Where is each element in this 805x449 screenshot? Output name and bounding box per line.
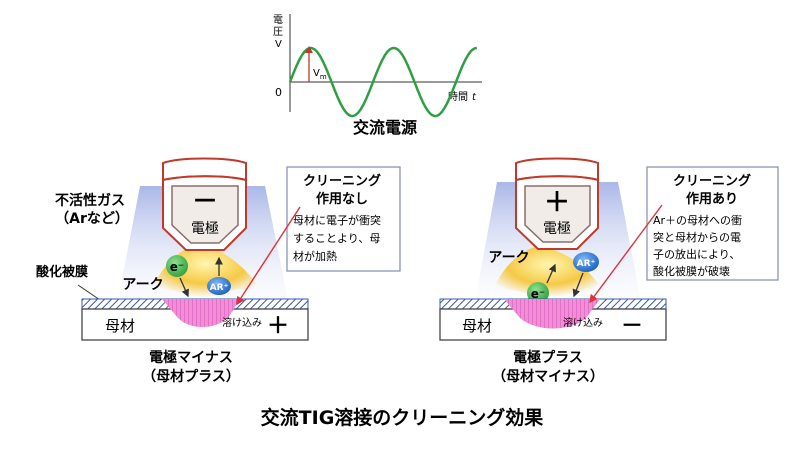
waveform-caption: 交流電源 [353, 118, 417, 137]
ion-arrow [572, 272, 584, 298]
electron-particle [166, 255, 188, 277]
oxide-leader [77, 284, 101, 301]
electrode-sign: － [192, 187, 218, 217]
melt-label: 溶け込み [222, 316, 262, 329]
oxide-label: 酸化被膜 [36, 264, 88, 280]
arc-glow [492, 246, 604, 300]
panel-caption: 電極マイナス [149, 349, 233, 366]
callout-body-2: 突と母材からの電 [653, 230, 741, 244]
sine-wave [288, 46, 477, 118]
electrode-sign: ＋ [544, 188, 570, 218]
callout-title: クリーニング [673, 173, 751, 189]
electrode-inner [171, 185, 239, 244]
origin-label: 0 [275, 86, 282, 99]
callout-pointer [236, 206, 301, 306]
callout-box [646, 166, 779, 281]
base-label: 母材 [105, 317, 135, 335]
ion-particle [207, 277, 231, 295]
callout-body-3: 子の放出により、 [653, 247, 740, 261]
diagram-title: 交流TIG溶接のクリーニング効果 [261, 406, 544, 429]
ion-label: AR⁺ [210, 283, 229, 293]
peak-arrowhead [305, 46, 313, 53]
arc-label: アーク [488, 250, 529, 266]
callout-title: クリーニング [303, 173, 381, 189]
callout-pointer [589, 204, 663, 304]
callout-body-3: 材が加熱 [293, 249, 337, 263]
weld-penetration [162, 299, 240, 327]
y-axis-label-1: 電 [273, 14, 283, 26]
y-axis-unit: V [275, 39, 282, 50]
base-sign: － [621, 314, 643, 339]
electron-label: e⁻ [170, 260, 184, 274]
callout-body-1: 母材に電子が衝突 [293, 213, 381, 227]
panel-caption-sub: （母材マイナス） [492, 368, 604, 385]
weld-penetration [504, 299, 600, 329]
callout-body-4: 酸化被膜が破壊 [653, 264, 730, 278]
panel-caption-sub: （母材プラス） [142, 368, 240, 385]
ion-particle [573, 252, 599, 272]
callout-title-2: 作用なし [316, 191, 368, 207]
panel-caption: 電極プラス [513, 349, 583, 366]
base-sign: ＋ [267, 314, 289, 339]
callout-body-2: することより、母 [293, 232, 380, 245]
callout-body-1: Ar＋の母材への衝 [653, 213, 742, 227]
x-axis-var: t [472, 92, 477, 103]
ion-label: AR⁺ [577, 259, 596, 269]
callout-box [286, 166, 401, 272]
left-panel: － 電極 不活性ガス （Arなど） e⁻ AR⁺ アーク 酸化被膜 母材 溶け込… [36, 157, 401, 385]
base-label: 母材 [462, 317, 492, 335]
gas-label: 不活性ガス [55, 192, 125, 209]
ac-waveform: 電 圧 V 0 時間 t Vm 交流電源 [273, 14, 482, 137]
electron-arrow [546, 263, 556, 284]
electrode-label: 電極 [543, 221, 571, 237]
melt-label: 溶け込み [563, 316, 603, 329]
callout-title-2: 作用あり [686, 191, 738, 207]
x-axis-label: 時間 [448, 91, 468, 103]
peak-label: Vm [313, 68, 327, 81]
electron-label: e⁻ [531, 287, 545, 301]
electrode-label: 電極 [191, 221, 219, 237]
electron-arrow [179, 277, 189, 298]
y-axis-label-2: 圧 [273, 27, 283, 38]
gas-label-sub: （Arなど） [55, 211, 129, 227]
arc-label: アーク [122, 277, 163, 293]
right-panel: ＋ 電極 アーク AR⁺ e⁻ 母材 溶け込み － クリーニング 作用あり Ar… [439, 157, 779, 385]
electrode-inner [524, 185, 591, 243]
